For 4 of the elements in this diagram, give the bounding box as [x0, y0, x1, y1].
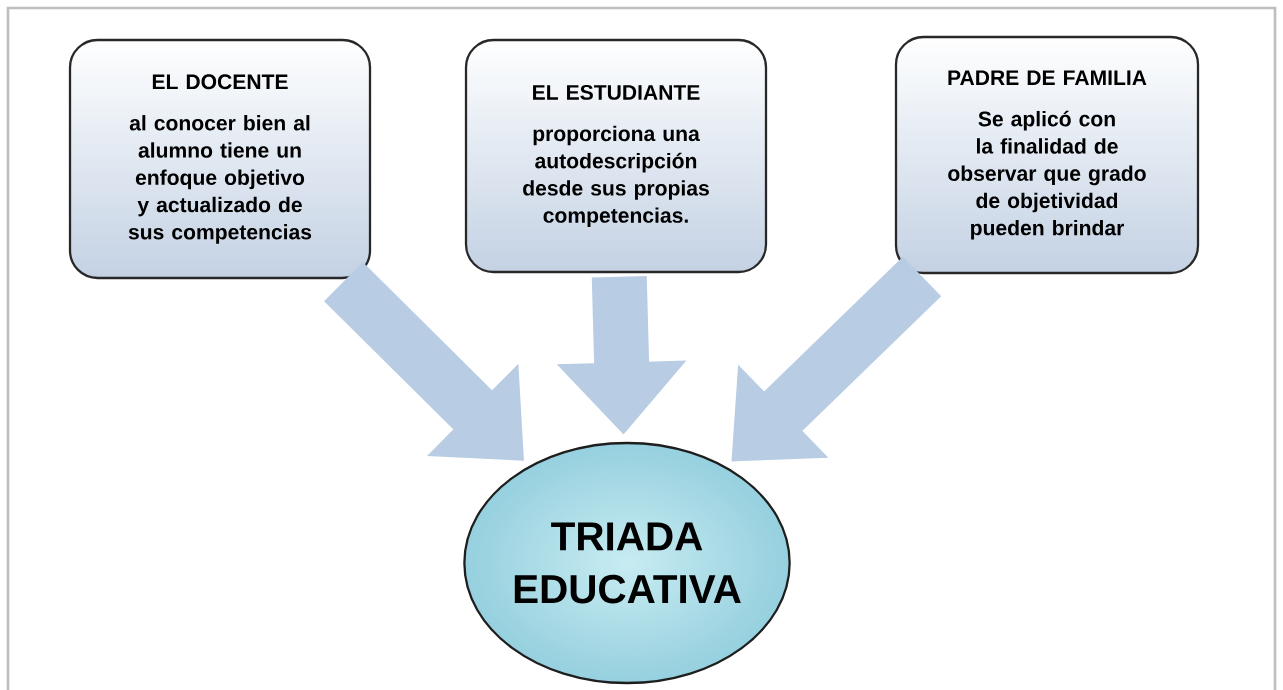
text-box: EL ESTUDIANTE proporciona una autodescripción desde sus propias competencias.	[464, 38, 768, 274]
block-arrow	[324, 262, 524, 461]
text-box: EL DOCENTE al conocer bien al alumno tiene un enfoque objetivo y actualizado de sus competencias	[68, 38, 372, 280]
text-box: PADRE DE FAMILIA Se aplicó con la finalidad de observar que grado de objetividad pueden brindar	[894, 35, 1200, 275]
